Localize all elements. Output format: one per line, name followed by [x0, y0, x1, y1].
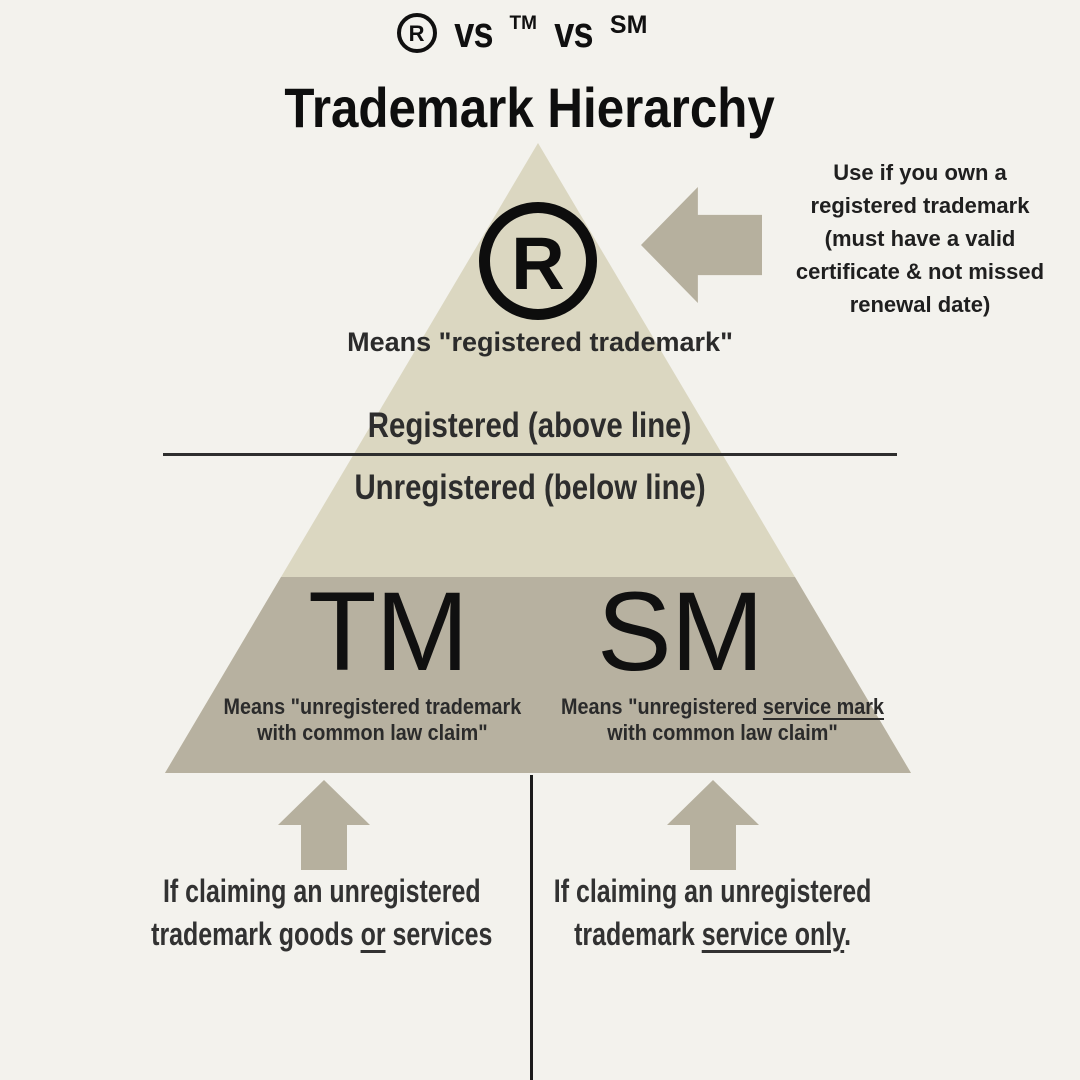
registration-divider-line	[163, 453, 897, 456]
sm-usage-note-line-2-suffix: .	[844, 916, 852, 952]
registered-zone-text: Registered (above line)	[368, 406, 692, 445]
unregistered-band	[165, 577, 911, 773]
registered-usage-note: Use if you own a registered trademark (m…	[760, 156, 1080, 321]
registered-usage-note-line-1: Use if you own a	[833, 160, 1007, 185]
page-title-text: Trademark Hierarchy	[284, 76, 776, 139]
sm-symbol: SM	[597, 569, 764, 694]
sm-meaning-label: Means "unregistered service mark with co…	[364, 694, 1080, 746]
tm-meaning-lines: Means "unregistered trademark with commo…	[223, 694, 521, 746]
unregistered-zone-text: Unregistered (below line)	[354, 468, 706, 507]
registered-usage-note-line-4: certificate & not missed	[795, 259, 1045, 284]
bottom-divider-line	[530, 775, 533, 1080]
tm-symbol: TM	[308, 569, 469, 694]
tm-meaning-line-2: with common law claim"	[256, 720, 488, 745]
sm-usage-note-line-2-underlined: service only	[702, 916, 845, 952]
registered-trademark-icon: R	[396, 13, 437, 53]
sm-usage-note: If claiming an unregistered trademark se…	[420, 870, 1006, 956]
sm-meaning-line-1-underlined: service mark	[762, 694, 884, 719]
title-vs-2: vs	[554, 8, 593, 57]
registered-usage-note-line-5: renewal date)	[849, 292, 991, 317]
tm-usage-note: If claiming an unregistered trademark go…	[0, 870, 644, 956]
title-symbols-row: R vs TM vs SM	[0, 10, 1044, 56]
tm-usage-note-line-2-prefix: trademark goods	[151, 916, 361, 952]
registered-symbol-icon: R	[479, 202, 597, 320]
registered-usage-note-line-3: (must have a valid	[824, 226, 1016, 251]
page-title: Trademark Hierarchy	[0, 80, 1060, 136]
tm-usage-note-line-2-underlined: or	[360, 916, 386, 952]
up-arrow-icon-tm	[278, 780, 370, 870]
sm-usage-note-line-1: If claiming an unregistered	[554, 873, 872, 909]
sm-usage-note-line-2-prefix: trademark	[574, 916, 703, 952]
sm-meaning-line-1: Means "unregistered service mark	[560, 694, 883, 720]
registered-symbol-letter: R	[511, 221, 565, 305]
tm-meaning-line-1: Means "unregistered trademark	[223, 694, 521, 719]
tm-usage-note-line-2: trademark goods or services	[151, 913, 492, 956]
tm-usage-note-lines: If claiming an unregistered trademark go…	[151, 870, 492, 956]
service-mark-superscript-icon: SM	[609, 11, 648, 39]
registered-usage-note-line-2: registered trademark	[810, 193, 1030, 218]
registered-zone-label: Registered (above line)	[0, 407, 1060, 445]
title-vs-1: vs	[453, 8, 493, 57]
trademark-superscript-icon: TM	[509, 13, 537, 34]
up-arrow-icon-sm	[667, 780, 759, 870]
sm-usage-note-lines: If claiming an unregistered trademark se…	[554, 870, 872, 956]
tm-usage-note-line-2-suffix: services	[385, 916, 493, 952]
sm-meaning-line-2: with common law claim"	[606, 720, 838, 745]
registered-trademark-letter: R	[408, 20, 425, 46]
sm-usage-note-line-2: trademark service only.	[554, 913, 872, 956]
sm-meaning-line-1-prefix: Means "unregistered	[560, 694, 763, 719]
tm-usage-note-line-1: If claiming an unregistered	[163, 873, 481, 909]
left-arrow-icon	[641, 187, 762, 303]
unregistered-zone-label: Unregistered (below line)	[0, 469, 1060, 507]
registered-meaning-label: Means "registered trademark"	[347, 327, 733, 357]
tm-meaning-label: Means "unregistered trademark with commo…	[0, 694, 744, 746]
sm-meaning-lines: Means "unregistered service mark with co…	[560, 694, 883, 746]
